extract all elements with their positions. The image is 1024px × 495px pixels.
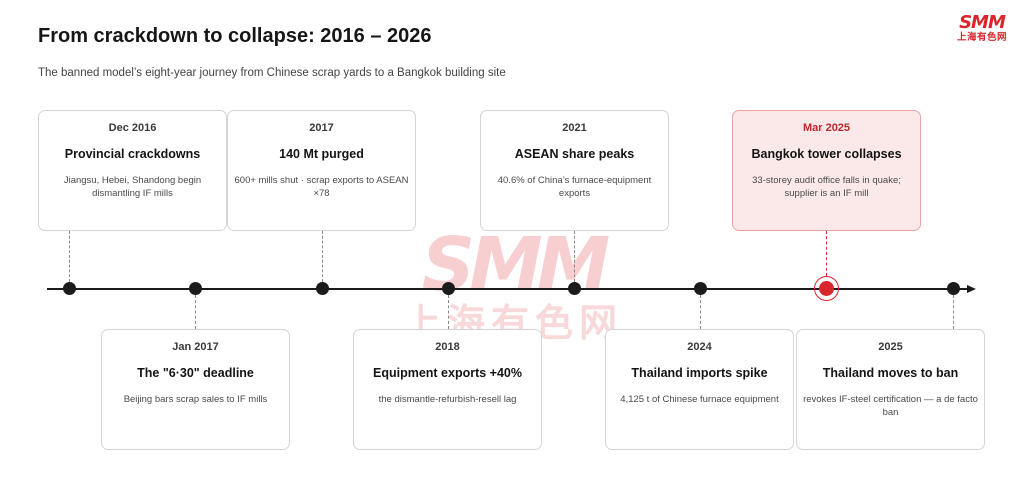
event-description: Beijing bars scrap sales to IF mills [123, 394, 268, 405]
connector-2021 [574, 231, 575, 282]
event-description: 40.6% of China’s furnace-equipment expor… [497, 175, 652, 199]
connector-mar-2025 [826, 231, 827, 276]
event-description: 33-storey audit office falls in quake; s… [752, 175, 901, 199]
event-card-2024: 2024 Thailand imports spike 4,125 t of C… [605, 329, 794, 450]
event-description: 4,125 t of Chinese furnace equipment [620, 394, 779, 405]
connector-2024 [700, 295, 701, 329]
event-headline: Bangkok tower collapses [751, 147, 902, 161]
event-date: 2021 [562, 122, 587, 134]
event-date: 2024 [687, 341, 712, 353]
page-title: From crackdown to collapse: 2016 – 2026 [38, 25, 432, 47]
event-card-mar-2025: Mar 2025 Bangkok tower collapses 33-stor… [732, 110, 921, 231]
smm-logo: SMM 上海有色网 [954, 14, 1010, 43]
event-card-dec-2016: Dec 2016 Provincial crackdowns Jiangsu, … [38, 110, 227, 231]
connector-jan-2017 [195, 295, 196, 329]
watermark-wordmark: SMM [421, 222, 611, 308]
event-headline: Equipment exports +40% [373, 366, 522, 380]
event-description: 600+ mills shut · scrap exports to ASEAN… [234, 175, 409, 199]
page-subtitle: The banned model’s eight-year journey fr… [38, 67, 506, 79]
event-card-2021: 2021 ASEAN share peaks 40.6% of China’s … [480, 110, 669, 231]
event-description: Jiangsu, Hebei, Shandong begin dismantli… [63, 175, 202, 199]
timeline-dot-2018 [442, 282, 455, 295]
event-description: the dismantle-refurbish-resell lag [378, 394, 517, 405]
connector-2018 [448, 295, 449, 329]
event-headline: The "6·30" deadline [137, 366, 254, 380]
highlight-ring [814, 276, 839, 301]
timeline-dot-jan-2017 [189, 282, 202, 295]
event-date: Jan 2017 [172, 341, 219, 353]
logo-chinese-name: 上海有色网 [956, 32, 1007, 43]
event-date: 2025 [878, 341, 903, 353]
event-card-2017: 2017 140 Mt purged 600+ mills shut · scr… [227, 110, 416, 231]
event-headline: Thailand imports spike [631, 366, 768, 380]
timeline-arrow-icon [967, 284, 976, 293]
event-headline: Provincial crackdowns [64, 147, 201, 161]
event-headline: 140 Mt purged [279, 147, 364, 161]
event-date: Mar 2025 [802, 122, 851, 134]
timeline-dot-mar-2025 [819, 281, 834, 296]
connector-dec-2016 [69, 231, 70, 282]
event-card-2025: 2025 Thailand moves to ban revokes IF-st… [796, 329, 985, 450]
event-date: 2017 [309, 122, 334, 134]
event-card-2018: 2018 Equipment exports +40% the dismantl… [353, 329, 542, 450]
timeline-dot-dec-2016 [63, 282, 76, 295]
timeline-dot-2021 [568, 282, 581, 295]
timeline-dot-2024 [694, 282, 707, 295]
event-date: Dec 2016 [108, 122, 157, 134]
event-headline: Thailand moves to ban [822, 366, 959, 380]
event-date: 2018 [435, 341, 460, 353]
connector-2025 [953, 295, 954, 329]
timeline-dot-2017 [316, 282, 329, 295]
event-description: revokes IF-steel certification — a de fa… [803, 394, 978, 418]
event-card-jan-2017: Jan 2017 The "6·30" deadline Beijing bar… [101, 329, 290, 450]
logo-wordmark: SMM [959, 12, 1006, 33]
connector-2017 [322, 231, 323, 282]
timeline-axis [47, 288, 969, 290]
event-headline: ASEAN share peaks [514, 147, 635, 161]
timeline-dot-2025 [947, 282, 960, 295]
